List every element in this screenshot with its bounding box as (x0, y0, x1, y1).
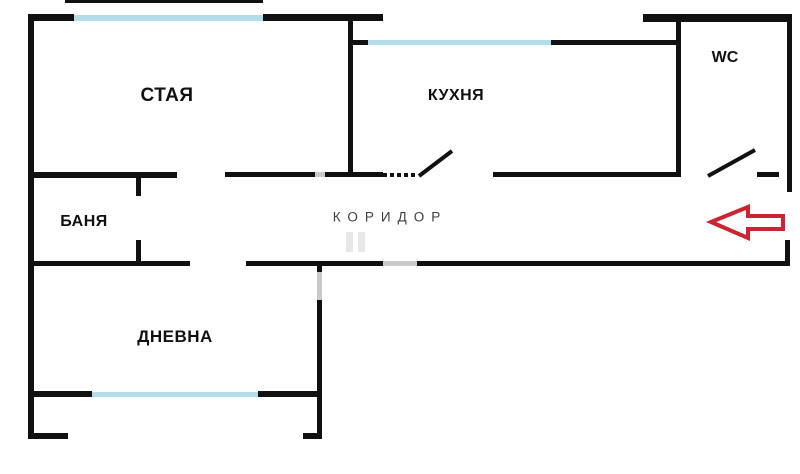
wall-wc-top (643, 14, 792, 22)
wall-top-edge (65, 0, 263, 3)
wall-bottom-right-stub (303, 433, 322, 439)
wall-koridor-bottom-left (28, 261, 190, 266)
wall-banya-right-lower (136, 240, 141, 266)
watermark-smudge (317, 272, 322, 300)
room-label-koridor: КОРИДОР (332, 209, 448, 225)
entrance-arrow-icon (705, 204, 785, 242)
wall-outer-right-lower (785, 240, 790, 266)
window-kuhnya (368, 40, 551, 45)
wall-wc-door-side (757, 172, 779, 177)
room-label-kuhnya: КУХНЯ (427, 87, 485, 104)
wall-outer-right-upper (787, 14, 792, 192)
door-kuhnya-threshold (383, 173, 415, 177)
watermark-mark (346, 232, 353, 252)
window-dnevna (92, 392, 258, 397)
wall-staya-bottom (28, 172, 177, 178)
watermark-smudge (315, 172, 325, 177)
wall-staya-kuhnya-divider (348, 14, 353, 177)
door-swing-wc (707, 148, 756, 178)
wall-dnevna-right (317, 261, 322, 439)
wall-staya-top-right (263, 14, 383, 21)
wall-banya-right-upper (136, 172, 141, 196)
wall-staya-top-left (28, 14, 74, 21)
door-swing-kuhnya (417, 149, 454, 178)
watermark-smudge (383, 261, 417, 266)
watermark-mark (358, 232, 365, 252)
room-label-dnevna: ДНЕВНА (137, 327, 213, 346)
wall-outer-left (28, 14, 34, 439)
wall-dnevna-bottom-left (28, 391, 92, 397)
wall-kuhnya-top-left (350, 40, 368, 45)
wall-koridor-bottom-right (246, 261, 790, 266)
wall-wc-left (676, 18, 681, 177)
room-label-wc: WC (711, 49, 739, 66)
window-staya (74, 15, 263, 21)
wall-koridor-top-a (225, 172, 383, 177)
wall-koridor-top-b (493, 172, 681, 177)
room-label-banya: БАНЯ (60, 213, 108, 230)
wall-kuhnya-top-right (551, 40, 680, 45)
wall-dnevna-bottom-right (258, 391, 322, 397)
wall-bottom-left-stub (28, 433, 68, 439)
room-label-staya: СТАЯ (140, 85, 194, 106)
